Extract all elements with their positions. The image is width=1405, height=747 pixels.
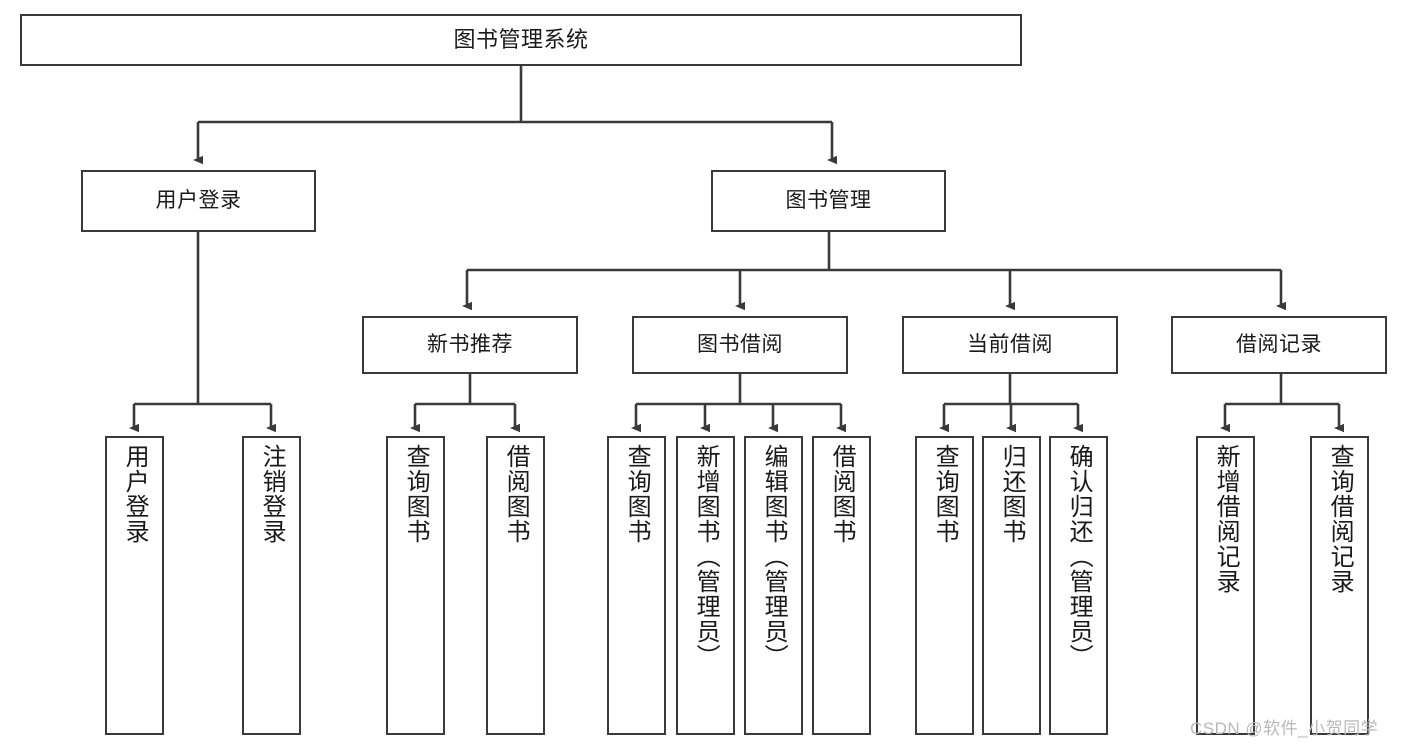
leaf-logout-label: 注销登录 <box>258 444 286 544</box>
leaf-query-book-current[interactable]: 查询图书 <box>915 436 974 735</box>
node-current-borrow[interactable]: 当前借阅 <box>902 316 1118 374</box>
node-book-management-label: 图书管理 <box>785 189 872 213</box>
leaf-confirm-return-admin-label: 确认归还（管理员） <box>1065 444 1093 669</box>
leaf-borrow-book-label: 借阅图书 <box>828 444 856 544</box>
leaf-query-book-current-label: 查询图书 <box>931 444 959 544</box>
leaf-borrow-book-recommend[interactable]: 借阅图书 <box>486 436 545 735</box>
leaf-add-book-admin[interactable]: 新增图书（管理员） <box>676 436 735 735</box>
csdn-watermark: CSDN @软件_小贺同学 <box>1190 719 1379 738</box>
leaf-edit-book-admin[interactable]: 编辑图书（管理员） <box>744 436 803 735</box>
node-user-login[interactable]: 用户登录 <box>81 170 316 232</box>
node-borrow-record[interactable]: 借阅记录 <box>1171 316 1387 374</box>
node-new-book-recommend-label: 新书推荐 <box>427 333 513 357</box>
leaf-logout[interactable]: 注销登录 <box>242 436 301 735</box>
leaf-add-book-admin-label: 新增图书（管理员） <box>692 444 720 669</box>
leaf-add-borrow-record-label: 新增借阅记录 <box>1212 444 1240 594</box>
leaf-borrow-book[interactable]: 借阅图书 <box>812 436 871 735</box>
leaf-query-borrow-record[interactable]: 查询借阅记录 <box>1310 436 1369 735</box>
leaf-query-book-borrow[interactable]: 查询图书 <box>607 436 666 735</box>
node-book-management[interactable]: 图书管理 <box>711 170 946 232</box>
leaf-add-borrow-record[interactable]: 新增借阅记录 <box>1196 436 1255 735</box>
leaf-query-book-borrow-label: 查询图书 <box>623 444 651 544</box>
node-user-login-label: 用户登录 <box>155 189 242 213</box>
leaf-user-login-label: 用户登录 <box>121 444 149 544</box>
leaf-user-login[interactable]: 用户登录 <box>105 436 164 735</box>
leaf-borrow-book-recommend-label: 借阅图书 <box>502 444 530 544</box>
node-book-borrow[interactable]: 图书借阅 <box>632 316 848 374</box>
leaf-return-book[interactable]: 归还图书 <box>982 436 1041 735</box>
leaf-confirm-return-admin[interactable]: 确认归还（管理员） <box>1049 436 1108 735</box>
leaf-query-book-recommend-label: 查询图书 <box>402 444 430 544</box>
node-current-borrow-label: 当前借阅 <box>967 333 1053 357</box>
node-borrow-record-label: 借阅记录 <box>1236 333 1322 357</box>
node-new-book-recommend[interactable]: 新书推荐 <box>362 316 578 374</box>
leaf-edit-book-admin-label: 编辑图书（管理员） <box>760 444 788 669</box>
node-root-label: 图书管理系统 <box>453 26 589 52</box>
node-book-borrow-label: 图书借阅 <box>697 333 783 357</box>
node-root[interactable]: 图书管理系统 <box>20 14 1022 66</box>
leaf-query-book-recommend[interactable]: 查询图书 <box>386 436 445 735</box>
leaf-query-borrow-record-label: 查询借阅记录 <box>1326 444 1354 594</box>
leaf-return-book-label: 归还图书 <box>998 444 1026 544</box>
